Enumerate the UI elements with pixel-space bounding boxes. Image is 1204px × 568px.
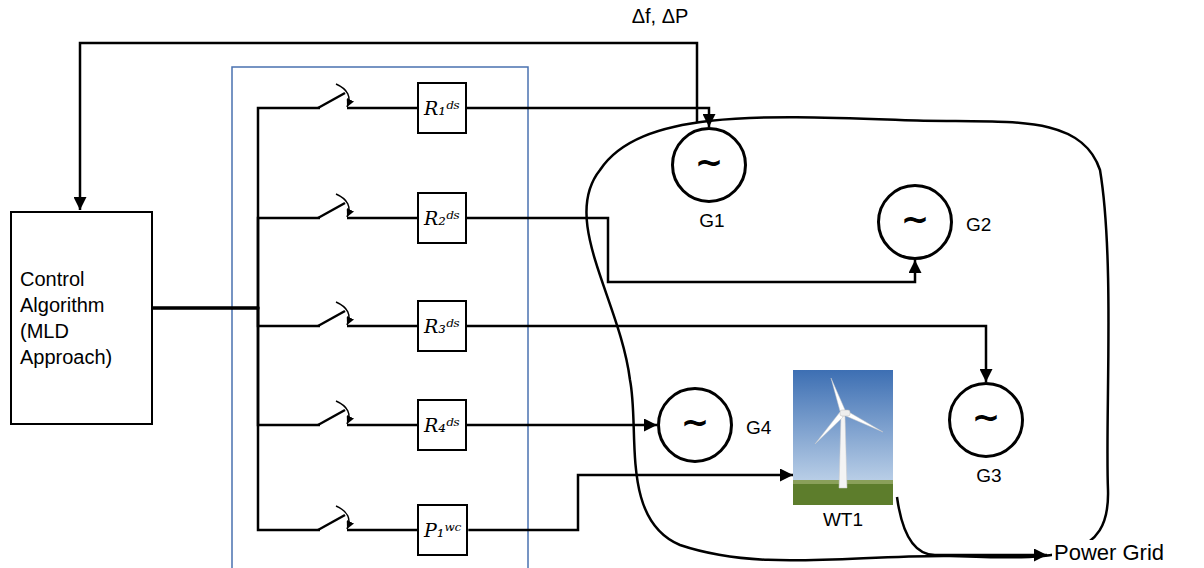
connector	[153, 308, 417, 530]
generator-label: G4	[746, 417, 771, 439]
block-symbol: R₄ᵈˢ	[424, 414, 460, 436]
block-box: R₁ᵈˢ	[417, 82, 467, 134]
turbine-label: WT1	[823, 509, 863, 531]
connector	[153, 108, 417, 308]
switch-action-arrow	[336, 194, 349, 217]
block-box: R₂ᵈˢ	[417, 192, 467, 244]
block-symbol: P₁ʷᶜ	[424, 519, 461, 541]
switch-blade	[318, 203, 345, 218]
connector	[467, 218, 915, 282]
control-box: Control Algorithm (MLD Approach)	[10, 211, 153, 425]
block-box: R₄ᵈˢ	[417, 399, 467, 451]
switch-action-arrow	[336, 506, 349, 529]
grid-arrow	[897, 497, 1047, 555]
switch-blade	[318, 410, 345, 425]
connector	[153, 308, 417, 326]
ac-symbol: ~	[901, 202, 930, 236]
ac-symbol: ~	[695, 145, 724, 179]
block-symbol: R₁ᵈˢ	[424, 97, 460, 119]
turbine-picture	[793, 370, 893, 505]
ac-symbol: ~	[681, 405, 710, 439]
generator-circle: ~G3	[948, 382, 1024, 458]
generator-circle: ~G1	[671, 127, 747, 203]
generator-label: G3	[976, 465, 1001, 487]
block-symbol: R₃ᵈˢ	[424, 315, 460, 337]
switch-blade	[318, 311, 345, 326]
connector	[467, 326, 986, 382]
connector	[468, 475, 793, 530]
control-label: Control Algorithm (MLD Approach)	[20, 266, 143, 370]
generator-circle: ~G2	[877, 184, 953, 260]
connector	[153, 308, 417, 425]
output-label: Power Grid	[1052, 540, 1166, 566]
generator-label: G2	[966, 214, 991, 236]
connector	[153, 218, 417, 308]
connector	[467, 424, 657, 427]
feedback-line	[80, 43, 697, 210]
block-box: R₃ᵈˢ	[417, 300, 467, 352]
wind-turbine: WT1	[793, 370, 893, 505]
block-box: P₁ʷᶜ	[417, 504, 468, 556]
block-symbol: R₂ᵈˢ	[424, 207, 460, 229]
switch-action-arrow	[336, 302, 349, 325]
switch-action-arrow	[336, 84, 349, 107]
signal-label: Δf, ΔP	[630, 5, 691, 28]
switch-action-arrow	[336, 401, 349, 424]
ac-symbol: ~	[972, 400, 1001, 434]
plant-region	[586, 117, 1108, 560]
switch-blade	[318, 93, 345, 108]
generator-circle: ~G4	[657, 387, 733, 463]
switch-panel	[232, 67, 528, 568]
generator-label: G1	[699, 210, 724, 232]
switch-blade	[318, 515, 345, 530]
connector	[467, 108, 709, 127]
